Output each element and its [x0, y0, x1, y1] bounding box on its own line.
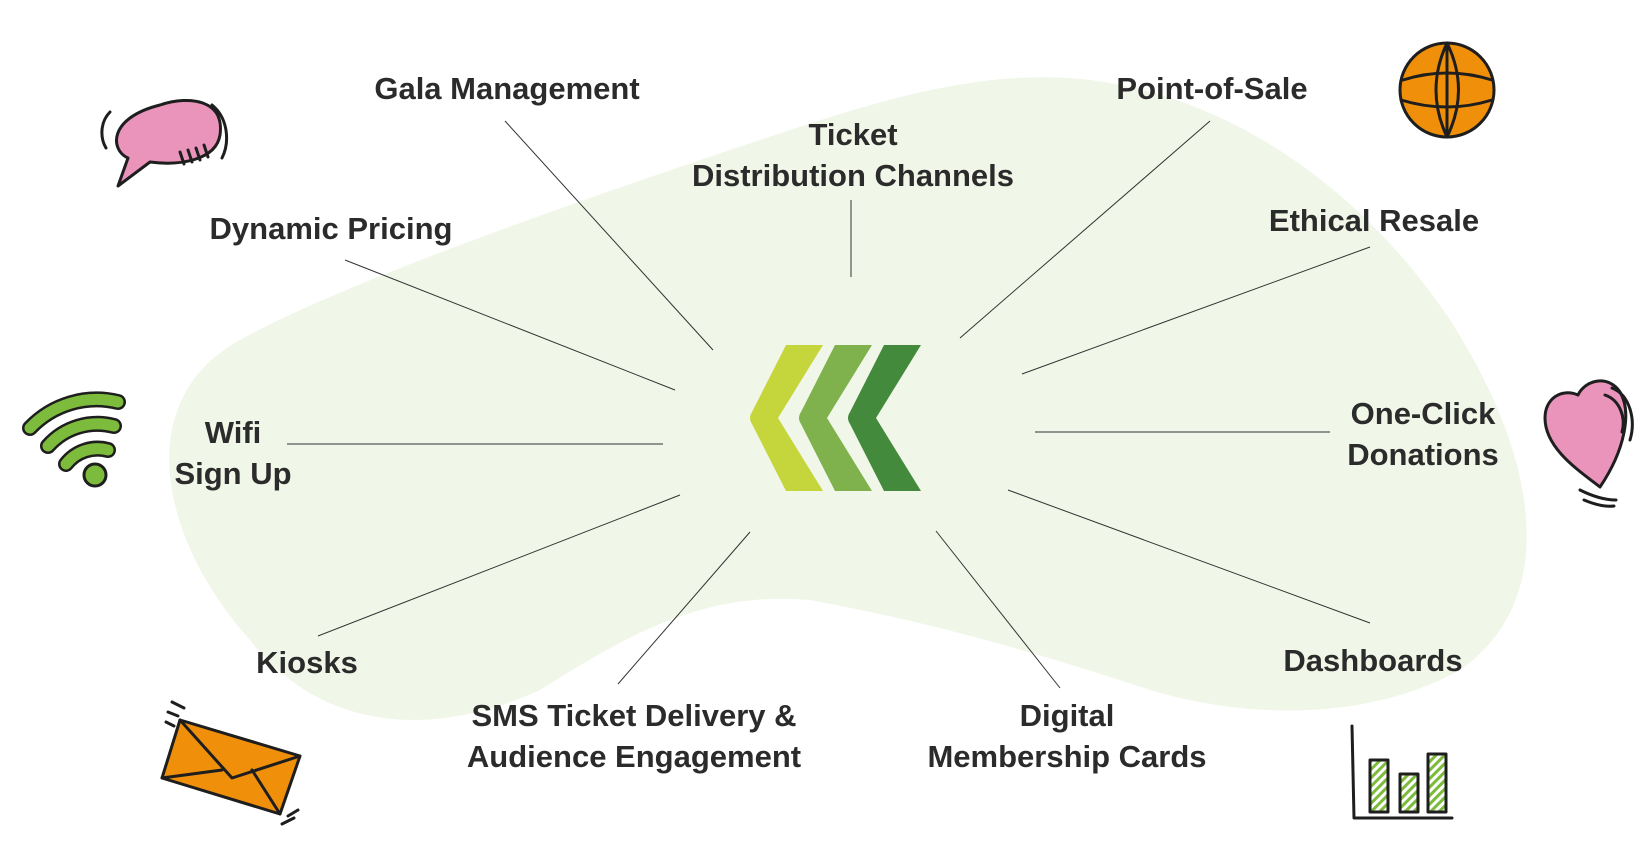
- feature-digital-membership-cards: Digital Membership Cards: [927, 698, 1207, 774]
- wifi-arc-fill: [24, 393, 124, 434]
- feature-one-click-donations: One-Click Donations: [1347, 396, 1499, 472]
- connector-point-of-sale: [959, 120, 1211, 339]
- feature-kiosks: Kiosks: [256, 645, 358, 680]
- feature-sms-ticket-delivery: SMS Ticket Delivery & Audience Engagemen…: [466, 698, 802, 774]
- background-blob: [169, 77, 1527, 720]
- connector-digital-membership: [935, 530, 1061, 689]
- feature-ethical-resale: Ethical Resale: [1268, 203, 1480, 238]
- chevron-dark: [848, 345, 921, 491]
- wifi-arc-fill: [42, 418, 120, 452]
- feature-gala-management: Gala Management: [374, 71, 640, 106]
- speech-bubble-icon: [100, 98, 229, 188]
- bar-chart-icon: [1350, 724, 1454, 820]
- connector-lines: [287, 120, 1371, 689]
- feature-wifi-sign-up: Wifi Sign Up: [174, 415, 292, 491]
- connector-gala-management: [504, 120, 714, 351]
- feature-dynamic-pricing: Dynamic Pricing: [209, 211, 453, 246]
- heart-icon: [1543, 379, 1634, 508]
- connector-dynamic-pricing: [344, 259, 676, 391]
- wifi-arc-fill: [60, 443, 114, 470]
- feature-point-of-sale: Point-of-Sale: [1116, 71, 1308, 106]
- chevron-mid: [799, 345, 872, 491]
- feature-ticket-distribution-channels: Ticket Distribution Channels: [691, 117, 1015, 193]
- connector-kiosks: [317, 494, 681, 637]
- wifi-icon: [22, 391, 126, 488]
- triple-chevron-left-logo: [750, 345, 921, 491]
- connector-sms-ticket-delivery: [617, 531, 751, 685]
- connector-dashboards: [1007, 489, 1371, 624]
- chevron-light: [750, 345, 823, 491]
- envelope-icon: [160, 700, 302, 826]
- feature-dashboards: Dashboards: [1283, 643, 1463, 678]
- connector-ethical-resale: [1021, 246, 1371, 375]
- globe-icon: [1398, 41, 1496, 139]
